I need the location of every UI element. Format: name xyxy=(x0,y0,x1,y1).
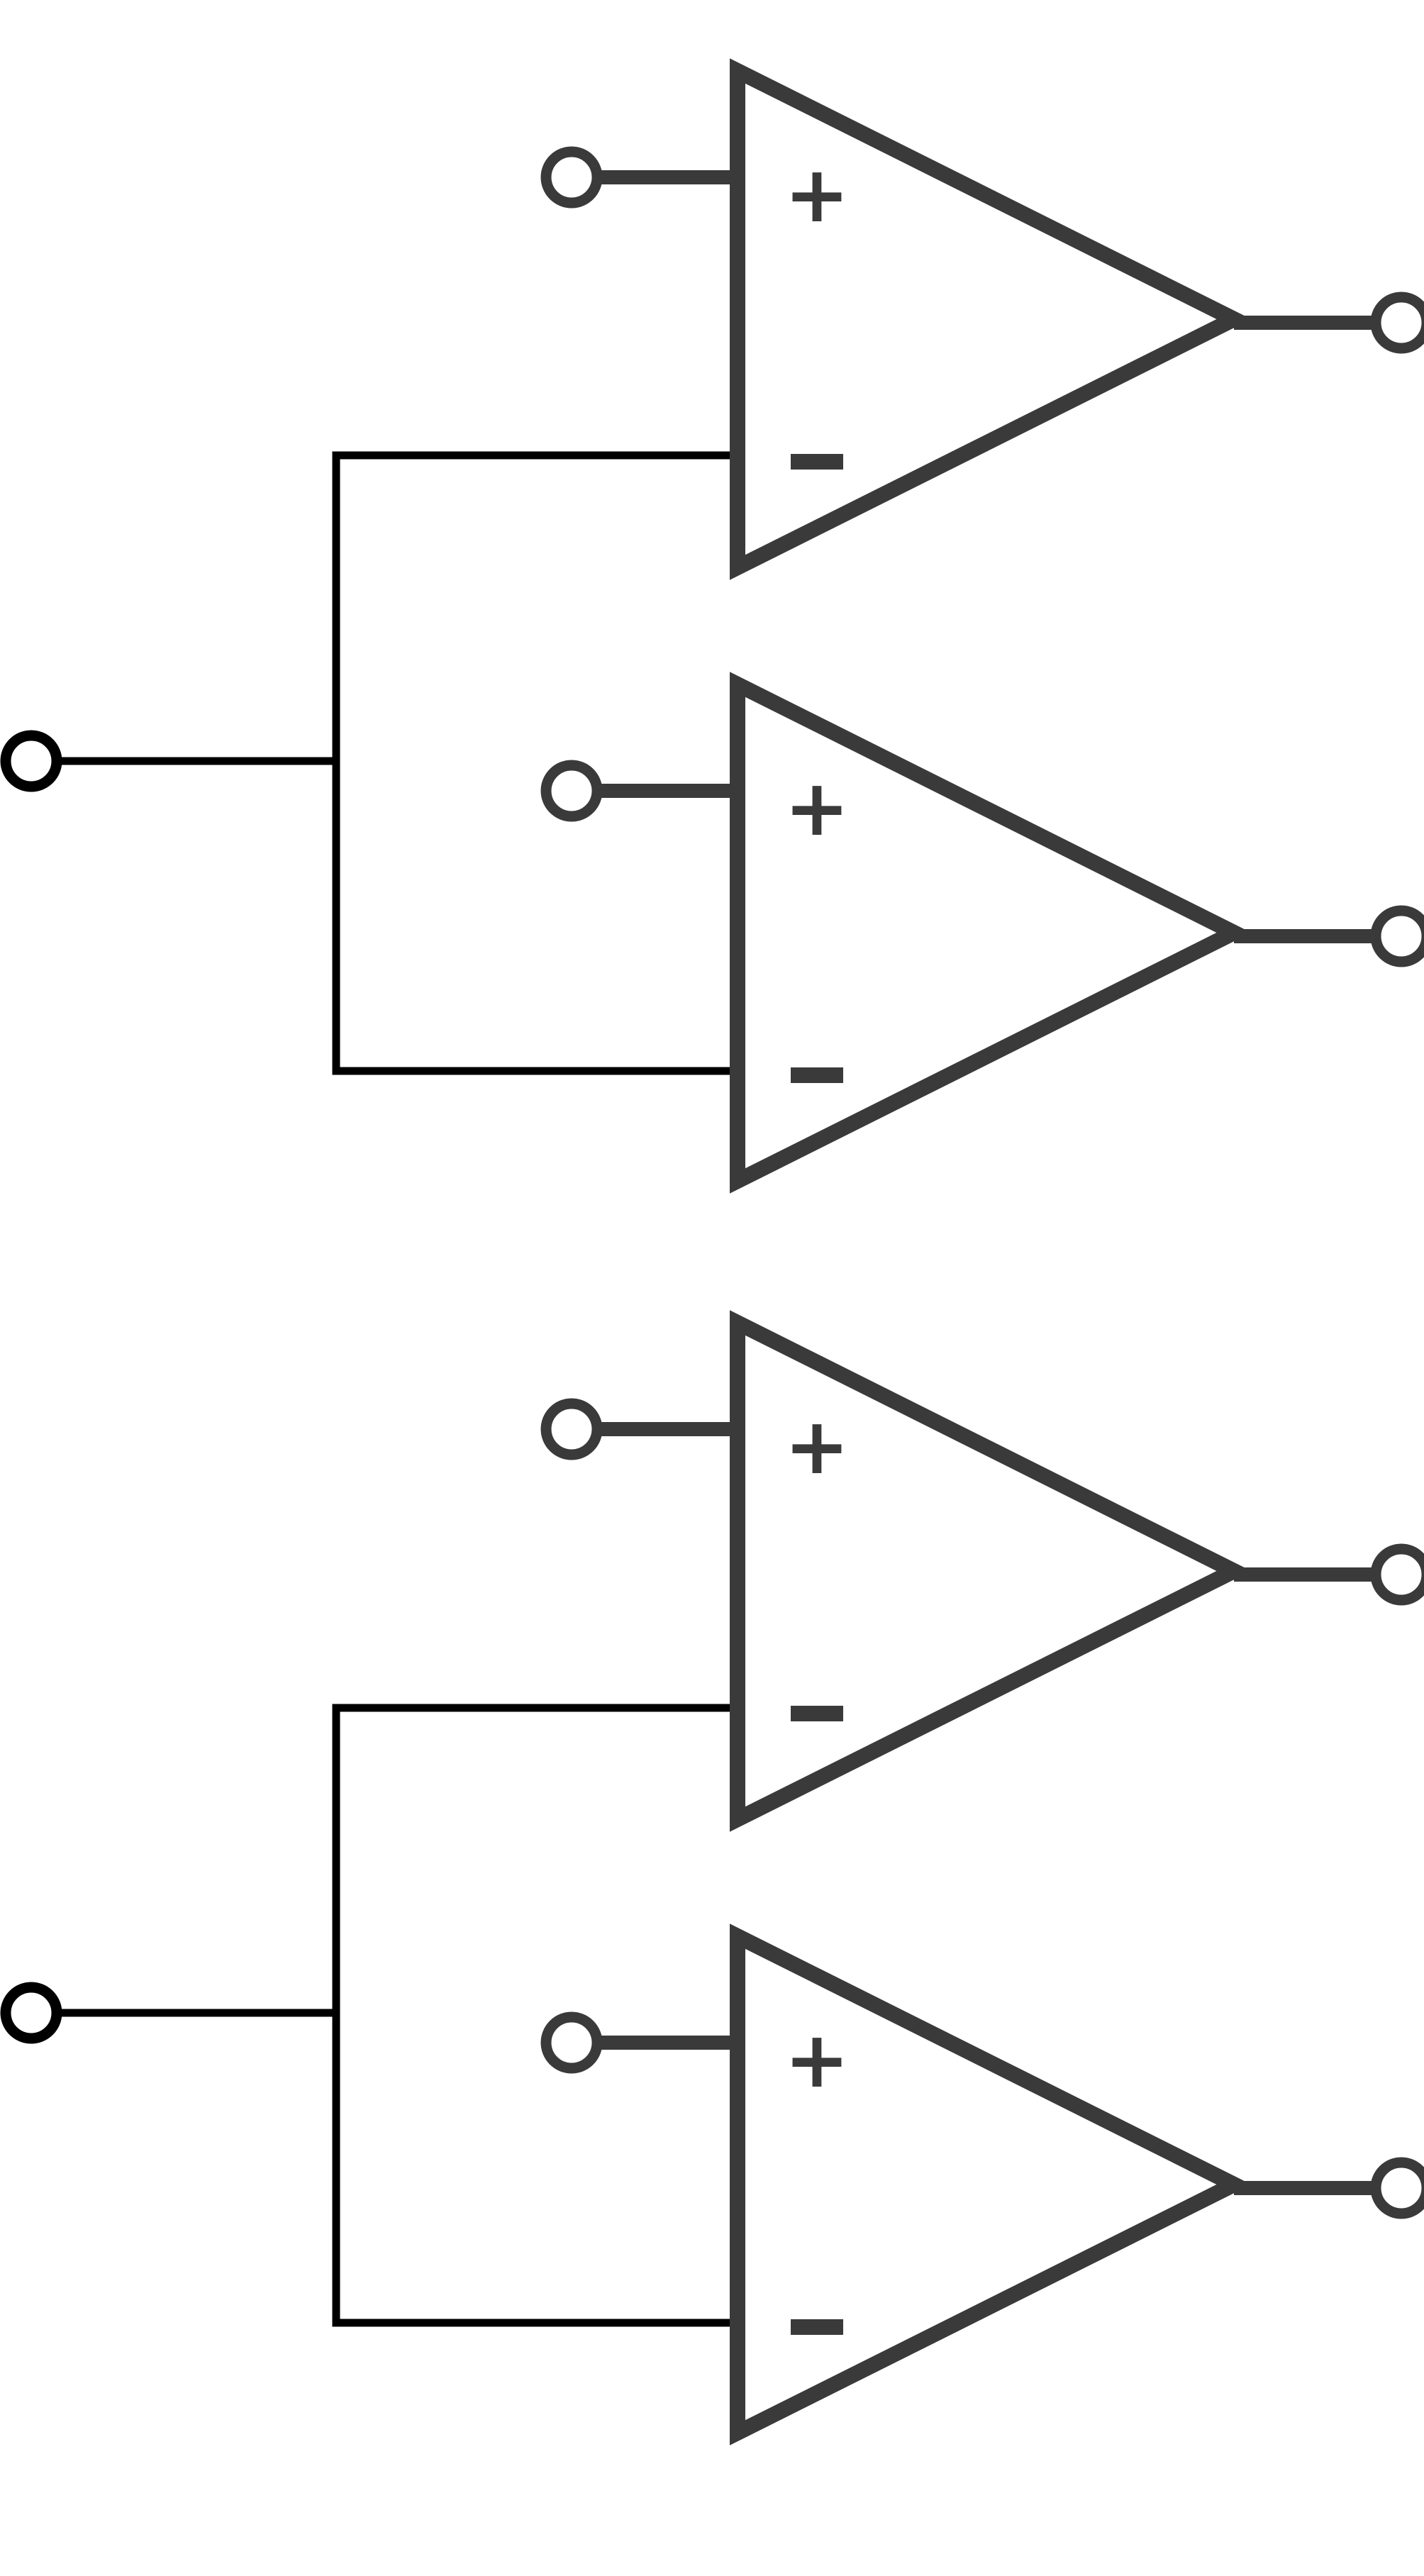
opamp-1-plus-sign: + xyxy=(784,149,850,240)
opamp-4-minus-sign xyxy=(791,2319,843,2335)
opamp-3-minus-sign xyxy=(791,1706,843,1721)
opamp-3-output-terminal[interactable] xyxy=(1370,1543,1424,1606)
opamp-group-2: + + xyxy=(0,1310,1424,2445)
opamp-2-output-terminal[interactable] xyxy=(1370,905,1424,967)
opamp-group-1: + + xyxy=(0,58,1424,1194)
opamp-1-minus-sign xyxy=(791,454,843,470)
opamp-2: + xyxy=(540,672,1424,1194)
opamp-4-plus-input-terminal[interactable] xyxy=(540,2011,603,2074)
opamp-4-plus-sign: + xyxy=(784,2014,850,2105)
opamp-1-output-terminal[interactable] xyxy=(1370,292,1424,354)
opamp-2-minus-sign xyxy=(791,1067,843,1083)
opamp-4-output-terminal[interactable] xyxy=(1370,2157,1424,2219)
opamp-1-plus-input-terminal[interactable] xyxy=(540,146,603,209)
group-2-input-terminal[interactable] xyxy=(0,1982,62,2044)
opamp-3-triangle xyxy=(730,1310,1252,1832)
group-1-input-terminal[interactable] xyxy=(0,730,62,792)
opamp-2-plus-sign: + xyxy=(784,762,850,853)
opamp-4: + xyxy=(540,1923,1424,2445)
opamp-3: + xyxy=(540,1310,1424,1832)
opamp-3-plus-sign: + xyxy=(784,1401,850,1492)
opamp-1-triangle xyxy=(730,58,1252,580)
opamp-4-triangle xyxy=(730,1923,1252,2445)
opamp-2-triangle xyxy=(730,672,1252,1194)
opamp-2-plus-input-terminal[interactable] xyxy=(540,760,603,822)
opamp-3-plus-input-terminal[interactable] xyxy=(540,1398,603,1460)
opamp-1: + xyxy=(540,58,1424,580)
